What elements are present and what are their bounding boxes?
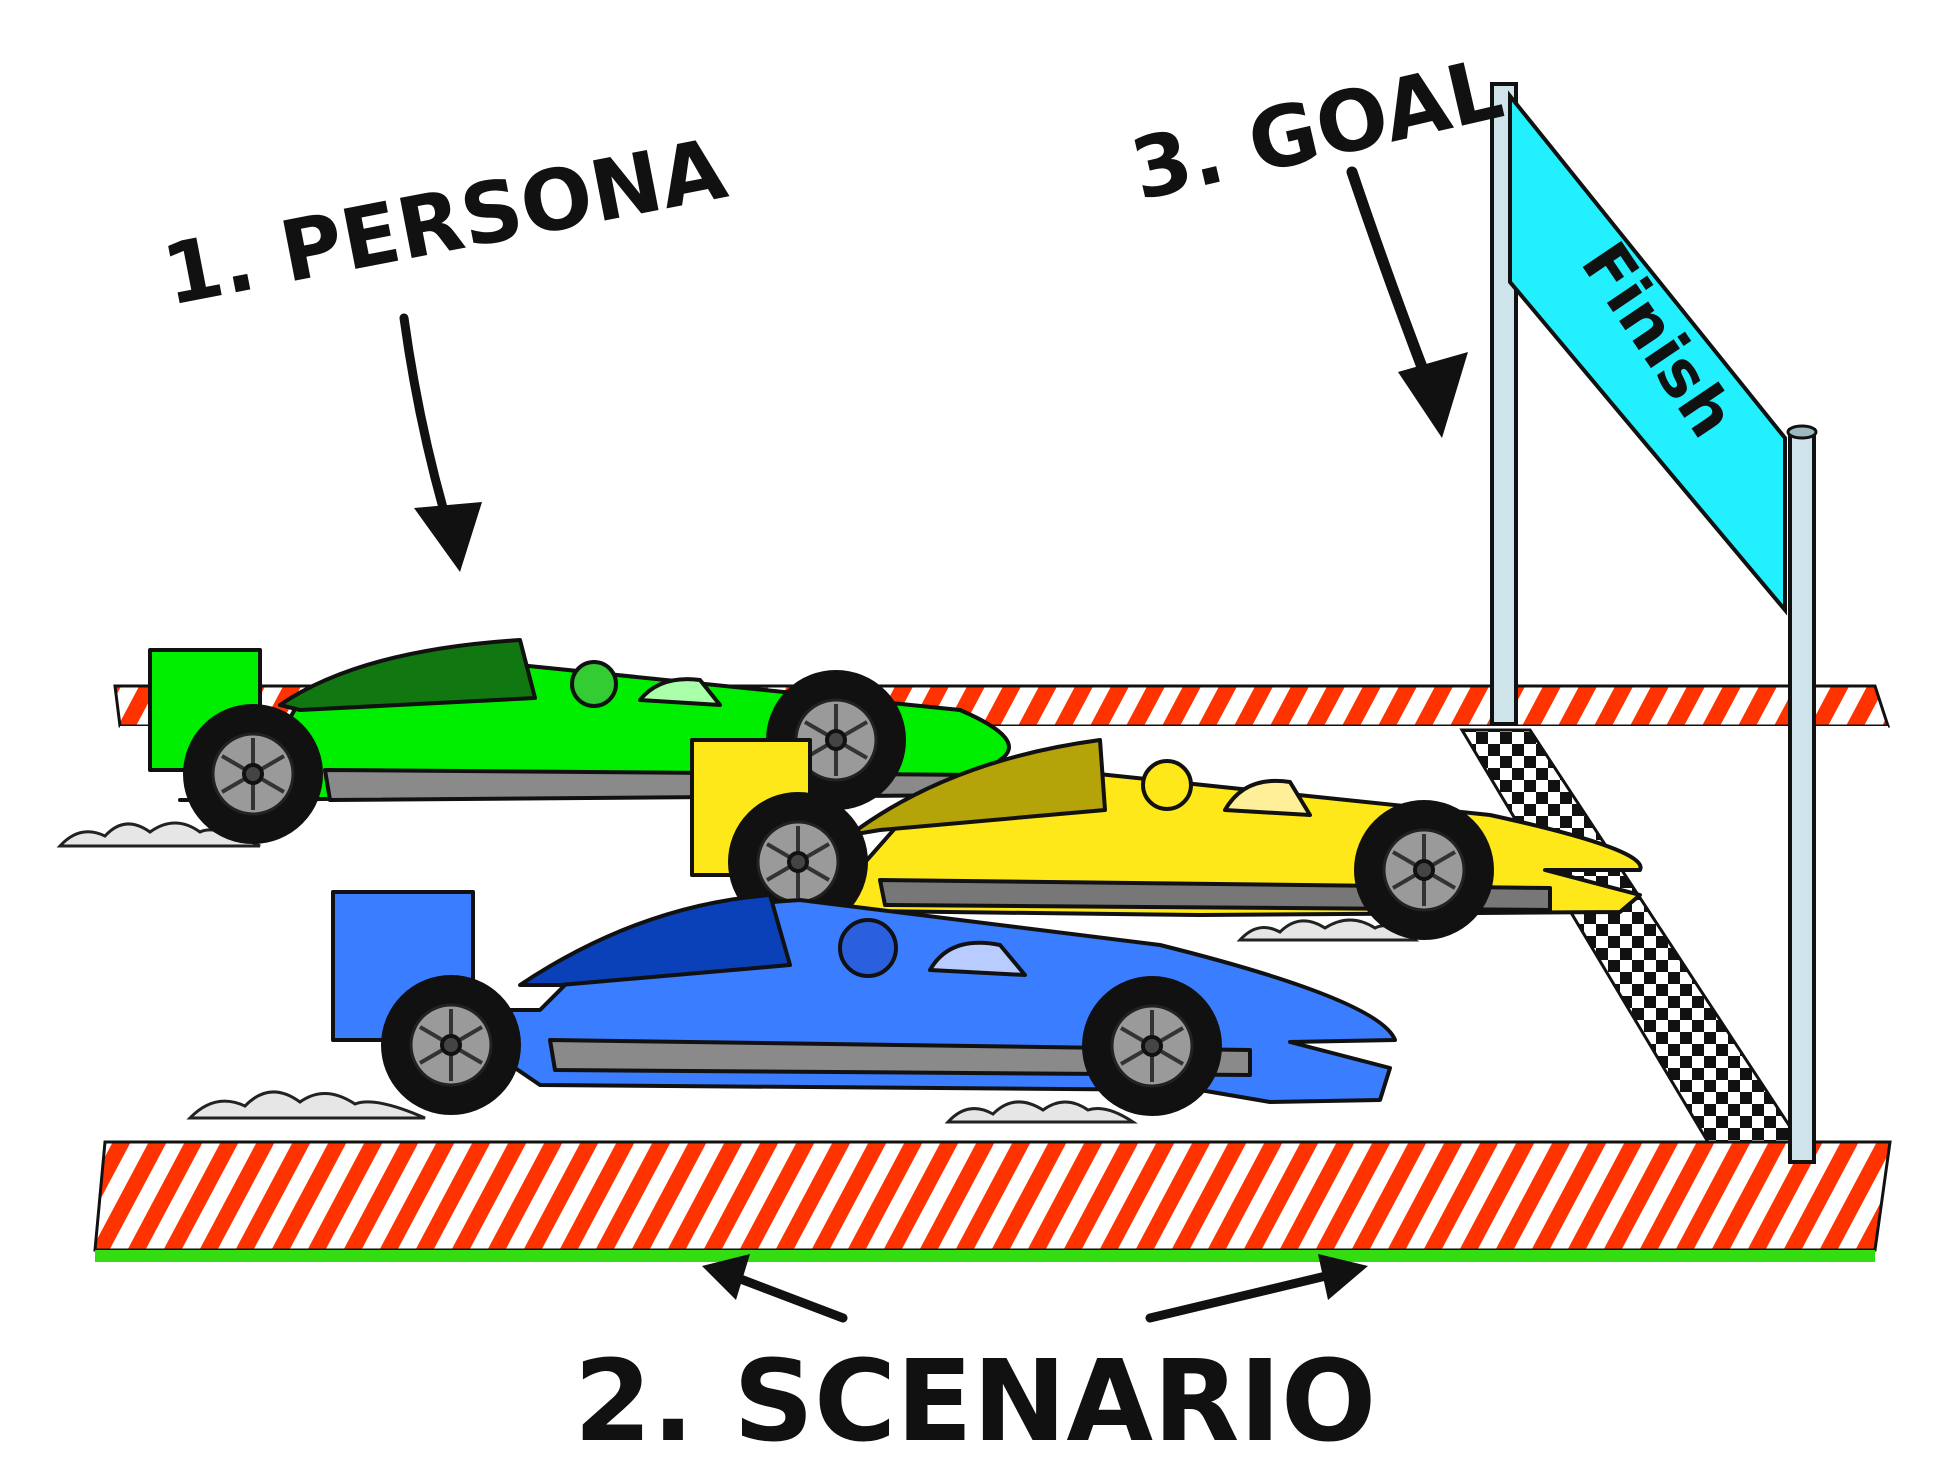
scenario-label: 2. SCENARIO <box>574 1337 1376 1462</box>
race-car-icon <box>331 890 1397 1116</box>
arrow-icon <box>1346 166 1468 438</box>
near-kerb <box>93 1140 1892 1262</box>
arrow-icon <box>399 313 482 572</box>
goal-label: 3. GOAL <box>1122 39 1511 219</box>
race-car-icon <box>690 738 1643 940</box>
persona-label: 1. PERSONA <box>155 120 734 325</box>
arrow-icon <box>702 1254 848 1323</box>
arrow-icon <box>1145 1254 1368 1323</box>
